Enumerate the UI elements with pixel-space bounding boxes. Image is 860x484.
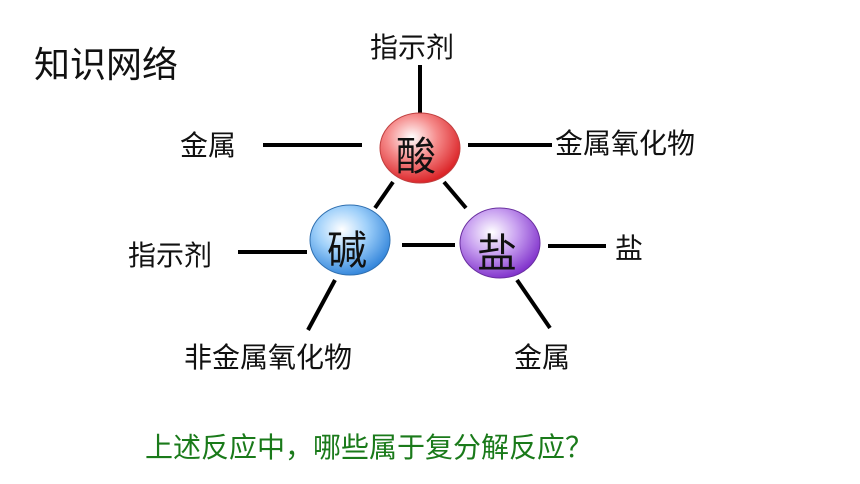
- base-nonmetal-oxide-label: 非金属氧化物: [184, 341, 353, 374]
- question-text: 上述反应中，哪些属于复分解反应？: [145, 431, 594, 464]
- page-title: 知识网络: [34, 45, 179, 86]
- salt-metal-label: 金属: [514, 341, 571, 374]
- base-node-label: 碱: [327, 228, 367, 274]
- line-acid-base: [373, 180, 395, 210]
- line-base-bottom: [306, 279, 337, 331]
- acid-node: [379, 112, 461, 184]
- acid-node-label: 酸: [396, 134, 436, 180]
- base-indicator-label: 指示剂: [128, 239, 213, 272]
- line-salt-bottom: [515, 278, 552, 330]
- acid-metal-label: 金属: [180, 129, 237, 162]
- salt-node: [459, 207, 541, 279]
- base-node: [309, 204, 391, 276]
- acid-indicator-label: 指示剂: [370, 31, 455, 64]
- salt-salt-label: 盐: [615, 232, 644, 265]
- salt-node-label: 盐: [477, 231, 517, 277]
- line-acid-salt: [442, 180, 468, 210]
- acid-metal-oxide-label: 金属氧化物: [555, 127, 696, 160]
